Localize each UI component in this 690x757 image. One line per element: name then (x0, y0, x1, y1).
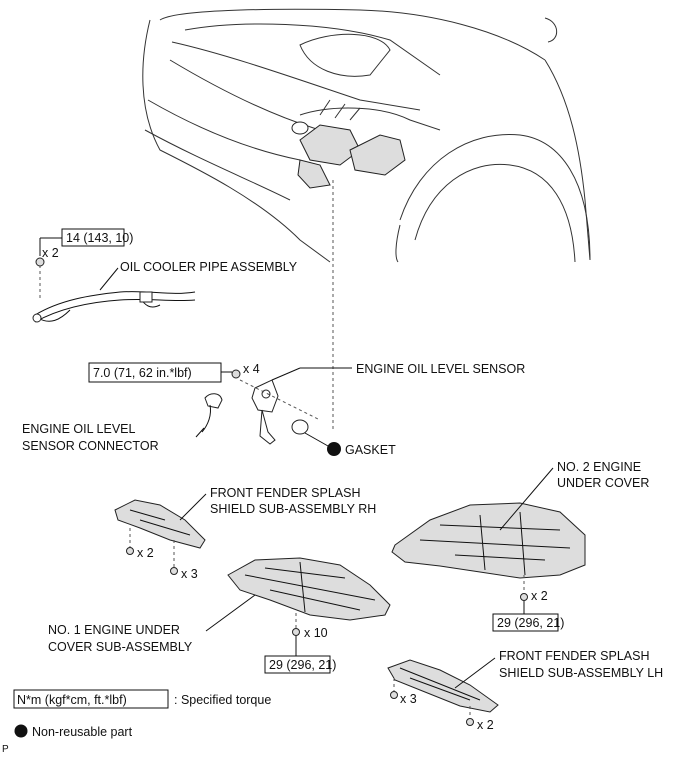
label-sensor-connector-2: SENSOR CONNECTOR (22, 439, 159, 453)
lh-bolt-b-icon (466, 718, 474, 726)
no2-bolt-icon (520, 593, 528, 601)
vehicle-front-illustration (142, 8, 591, 263)
lh-bolt-a-icon (390, 691, 398, 699)
legend-torque-unit: N*m (kgf*cm, ft.*lbf) (17, 693, 127, 707)
legend-non-reusable-text: Non-reusable part (32, 725, 133, 739)
pipe-bolt-icon (35, 257, 45, 267)
label-no1-cover-1: NO. 1 ENGINE UNDER (48, 623, 180, 637)
label-fender-lh-1: FRONT FENDER SPLASH (499, 649, 650, 663)
rh-bolt-b-icon (170, 567, 178, 575)
no1-engine-under-cover (227, 557, 391, 621)
qty-pipe-bolts: x 2 (42, 246, 59, 260)
legend-torque-desc: : Specified torque (174, 693, 271, 707)
non-reusable-dot-icon (327, 442, 341, 456)
torque-oil-cooler-text: 14 (143, 10) (66, 231, 133, 245)
sensor-bolt-icon (231, 369, 241, 379)
fender-splash-shield-rh (114, 499, 206, 549)
qty-rh-bolt-a: x 2 (137, 546, 154, 560)
engine-oil-level-sensor (251, 379, 279, 445)
label-fender-rh-1: FRONT FENDER SPLASH (210, 486, 361, 500)
label-gasket: GASKET (345, 443, 396, 457)
qty-no1-bolts: x 10 (304, 626, 328, 640)
qty-sensor-bolts: x 4 (243, 362, 260, 376)
torque-box-no2 (492, 613, 559, 632)
torque-no1-text: 29 (296, 21) (269, 658, 336, 672)
legend: N*m (kgf*cm, ft.*lbf) : Specified torque… (13, 689, 271, 739)
rh-bolt-a-icon (126, 547, 134, 555)
label-no1-cover-2: COVER SUB-ASSEMBLY (48, 640, 193, 654)
sensor-connector (201, 393, 223, 433)
no1-bolt-icon (292, 628, 300, 636)
oil-cooler-pipe-assembly (32, 257, 196, 323)
torque-sensor-text: 7.0 (71, 62 in.*lbf) (93, 366, 192, 380)
fender-splash-shield-lh (387, 659, 499, 713)
qty-rh-bolt-b: x 3 (181, 567, 198, 581)
torque-no2-text: 29 (296, 21) (497, 616, 564, 630)
label-no2-cover-1: NO. 2 ENGINE (557, 460, 641, 474)
label-fender-lh-2: SHIELD SUB-ASSEMBLY LH (499, 666, 663, 680)
no2-engine-under-cover (391, 502, 586, 579)
legend-non-reusable-dot-icon (14, 724, 28, 738)
label-engine-oil-level-sensor: ENGINE OIL LEVEL SENSOR (356, 362, 525, 376)
qty-no2-bolts: x 2 (531, 589, 548, 603)
qty-lh-bolt-b: x 2 (477, 718, 494, 732)
legend-torque-box (13, 689, 169, 709)
gasket-ring (291, 419, 309, 435)
label-fender-rh-2: SHIELD SUB-ASSEMBLY RH (210, 502, 376, 516)
label-sensor-connector-1: ENGINE OIL LEVEL (22, 422, 136, 436)
corner-mark: P (2, 744, 9, 755)
torque-box-no1 (264, 655, 331, 674)
qty-lh-bolt-a: x 3 (400, 692, 417, 706)
label-oil-cooler-pipe: OIL COOLER PIPE ASSEMBLY (120, 260, 298, 274)
label-no2-cover-2: UNDER COVER (557, 476, 649, 490)
